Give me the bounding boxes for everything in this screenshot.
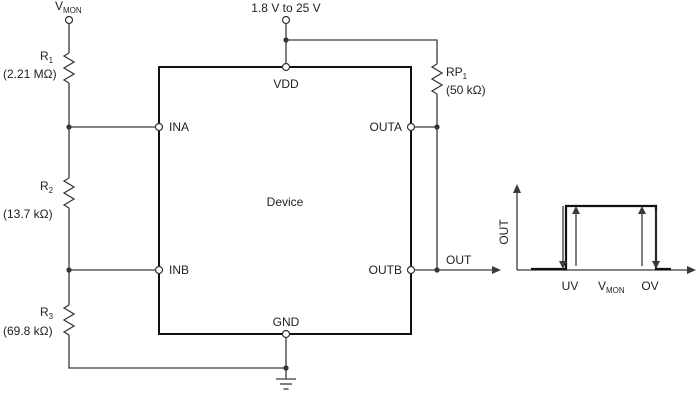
vmon-terminal xyxy=(64,15,74,25)
vdd-pin-label: VDD xyxy=(273,77,299,91)
gnd-pin xyxy=(281,329,291,339)
ina-pin-label: INA xyxy=(169,120,189,134)
r3-name: R3 xyxy=(40,305,54,321)
uv-rising-arrow xyxy=(572,206,580,214)
outb-pin-label: OUTB xyxy=(369,263,402,277)
uv-label: UV xyxy=(562,279,579,293)
pullup-supply-wire xyxy=(286,39,438,64)
rp1-name: RP1 xyxy=(446,65,468,81)
resistor-r3-symbol xyxy=(62,304,76,336)
outa-pin-label: OUTA xyxy=(370,120,402,134)
resistor-rp1-symbol xyxy=(430,63,444,95)
inb-pin xyxy=(154,265,164,275)
ov-falling-arrow xyxy=(652,261,660,269)
rp1-value: (50 kΩ) xyxy=(446,83,486,97)
timing-waveform xyxy=(531,204,671,271)
ina-pin xyxy=(154,122,164,132)
timing-x-arrow xyxy=(687,266,696,274)
resistor-r1-symbol xyxy=(62,52,76,84)
timing-diagram: OUT UV VMON OV xyxy=(497,184,696,295)
r2-value: (13.7 kΩ) xyxy=(3,207,53,221)
out-label: OUT xyxy=(446,253,472,267)
outa-pin xyxy=(406,122,416,132)
r2-name: R2 xyxy=(40,179,54,195)
vdd-pin xyxy=(281,62,291,72)
ov-rising-arrow xyxy=(638,206,646,214)
ground-junction xyxy=(283,365,289,371)
ov-label: OV xyxy=(641,279,658,293)
r3-value: (69.8 kΩ) xyxy=(3,324,53,338)
supply-terminal xyxy=(281,15,291,25)
inb-pin-label: INB xyxy=(169,263,189,277)
outb-pin xyxy=(406,265,416,275)
r1-name: R1 xyxy=(40,49,54,65)
device-label: Device xyxy=(267,195,304,209)
output-arrow xyxy=(492,266,501,274)
uv-falling-arrow xyxy=(559,261,567,269)
timing-y-label: OUT xyxy=(497,219,511,245)
timing-vmon-label: VMON xyxy=(598,279,625,295)
resistor-r2-symbol xyxy=(62,177,76,209)
ground-icon xyxy=(276,378,296,390)
timing-y-arrow xyxy=(513,184,521,193)
r1-value: (2.21 MΩ) xyxy=(3,67,57,81)
vmon-label: VMON xyxy=(55,0,82,15)
gnd-pin-label: GND xyxy=(273,315,300,329)
divider-ground-wire xyxy=(68,335,286,369)
supply-label: 1.8 V to 25 V xyxy=(251,1,320,15)
